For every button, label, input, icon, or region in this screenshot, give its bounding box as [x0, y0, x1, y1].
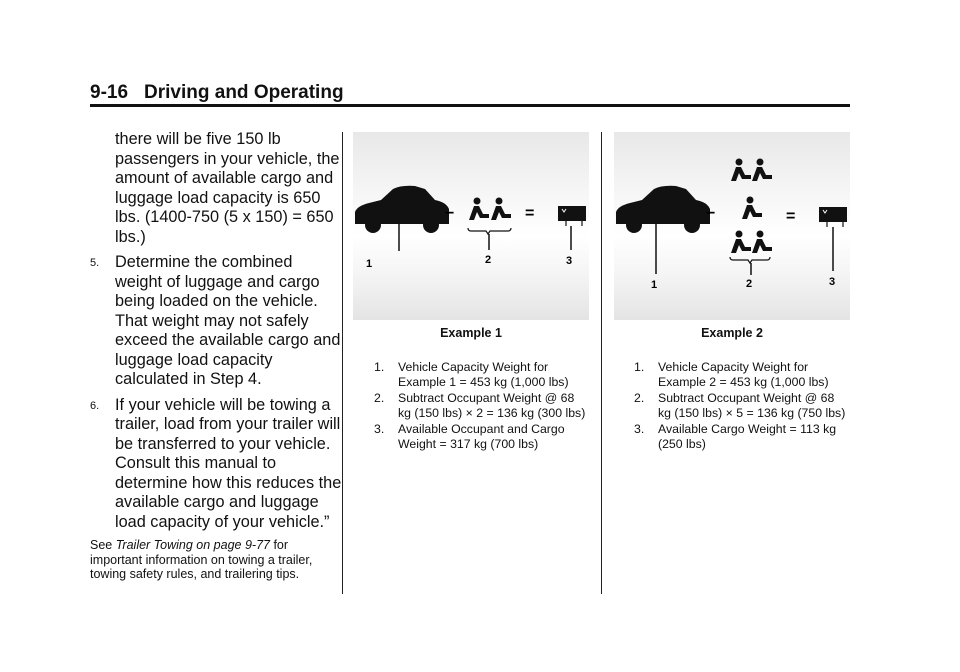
list-number: 2.	[374, 391, 385, 405]
seated-occupant-icon	[731, 230, 751, 253]
list-item: 3. Available Cargo Weight = 113 kg (250 l…	[634, 422, 849, 451]
figure-callout-2: 2	[485, 254, 491, 266]
seated-occupant-icon	[742, 196, 762, 219]
seated-occupant-icon	[469, 197, 489, 220]
example-2-figure: 1 − 2 = 3	[614, 132, 850, 320]
step-text: If your vehicle will be towing a trailer…	[115, 395, 342, 531]
intro-paragraph: there will be five 150 lb passengers in …	[115, 130, 340, 246]
step-5: 5. Determine the combined weight of lugg…	[90, 253, 342, 390]
seated-occupant-icon	[752, 230, 772, 253]
section-title: Driving and Operating	[144, 82, 344, 103]
step-6: 6. If your vehicle will be towing a trai…	[90, 396, 342, 533]
left-column: there will be five 150 lb passengers in …	[90, 130, 342, 582]
list-text: Subtract Occupant Weight @ 68 kg (150 lb…	[658, 391, 846, 420]
minus-sign: −	[706, 205, 715, 222]
list-number: 1.	[634, 360, 645, 374]
list-number: 3.	[634, 422, 645, 436]
seated-occupant-icon	[752, 158, 772, 181]
step-number: 6.	[90, 399, 100, 412]
list-number: 1.	[374, 360, 385, 374]
see-also-note: See Trailer Towing on page 9-77 for impo…	[90, 538, 342, 582]
see-suffix: for important information on towing a tr…	[90, 538, 313, 581]
seated-occupant-icon	[491, 197, 511, 220]
example-1-figure: 1 − 2 = 3	[353, 132, 589, 320]
page-header: 9-16 Driving and Operating	[90, 82, 344, 104]
section-number: 9-16	[90, 82, 129, 103]
step-text: Determine the combined weight of luggage…	[115, 253, 341, 388]
list-text: Vehicle Capacity Weight for Example 2 = …	[658, 360, 829, 389]
step-number: 5.	[90, 257, 100, 269]
list-item: 1. Vehicle Capacity Weight for Example 1 …	[374, 360, 589, 389]
cargo-luggage-icon	[558, 206, 586, 226]
list-item: 2. Subtract Occupant Weight @ 68 kg (150 …	[634, 391, 849, 420]
list-text: Subtract Occupant Weight @ 68 kg (150 lb…	[398, 391, 586, 420]
car-silhouette-icon	[616, 185, 710, 233]
figure-callout-1: 1	[366, 258, 372, 270]
figure-callout-2: 2	[746, 278, 752, 290]
example-2-list: 1. Vehicle Capacity Weight for Example 2 …	[634, 360, 849, 453]
list-text: Vehicle Capacity Weight for Example 1 = …	[398, 360, 569, 389]
equals-sign: =	[786, 208, 795, 225]
trailer-towing-link[interactable]: Trailer Towing on page 9-77	[115, 538, 270, 552]
example-2-caption: Example 2	[701, 326, 763, 340]
column-divider	[342, 132, 343, 594]
list-text: Available Cargo Weight = 113 kg (250 lbs…	[658, 422, 837, 451]
list-number: 3.	[374, 422, 385, 436]
example-1-caption: Example 1	[440, 326, 502, 340]
figure-callout-3: 3	[566, 255, 572, 267]
column-divider	[601, 132, 602, 594]
figure-callout-3: 3	[829, 276, 835, 288]
cargo-luggage-icon	[819, 207, 847, 227]
example-1-list: 1. Vehicle Capacity Weight for Example 1 …	[374, 360, 589, 453]
header-rule	[90, 104, 850, 107]
equals-sign: =	[525, 205, 534, 222]
minus-sign: −	[445, 205, 454, 222]
figure-callout-1: 1	[651, 279, 657, 291]
list-item: 3. Available Occupant and Cargo Weight = …	[374, 422, 589, 451]
list-text: Available Occupant and Cargo Weight = 31…	[398, 422, 565, 451]
list-item: 1. Vehicle Capacity Weight for Example 2 …	[634, 360, 849, 389]
car-silhouette-icon	[355, 185, 449, 233]
list-number: 2.	[634, 391, 645, 405]
see-prefix: See	[90, 538, 116, 552]
list-item: 2. Subtract Occupant Weight @ 68 kg (150 …	[374, 391, 589, 420]
seated-occupant-icon	[731, 158, 751, 181]
